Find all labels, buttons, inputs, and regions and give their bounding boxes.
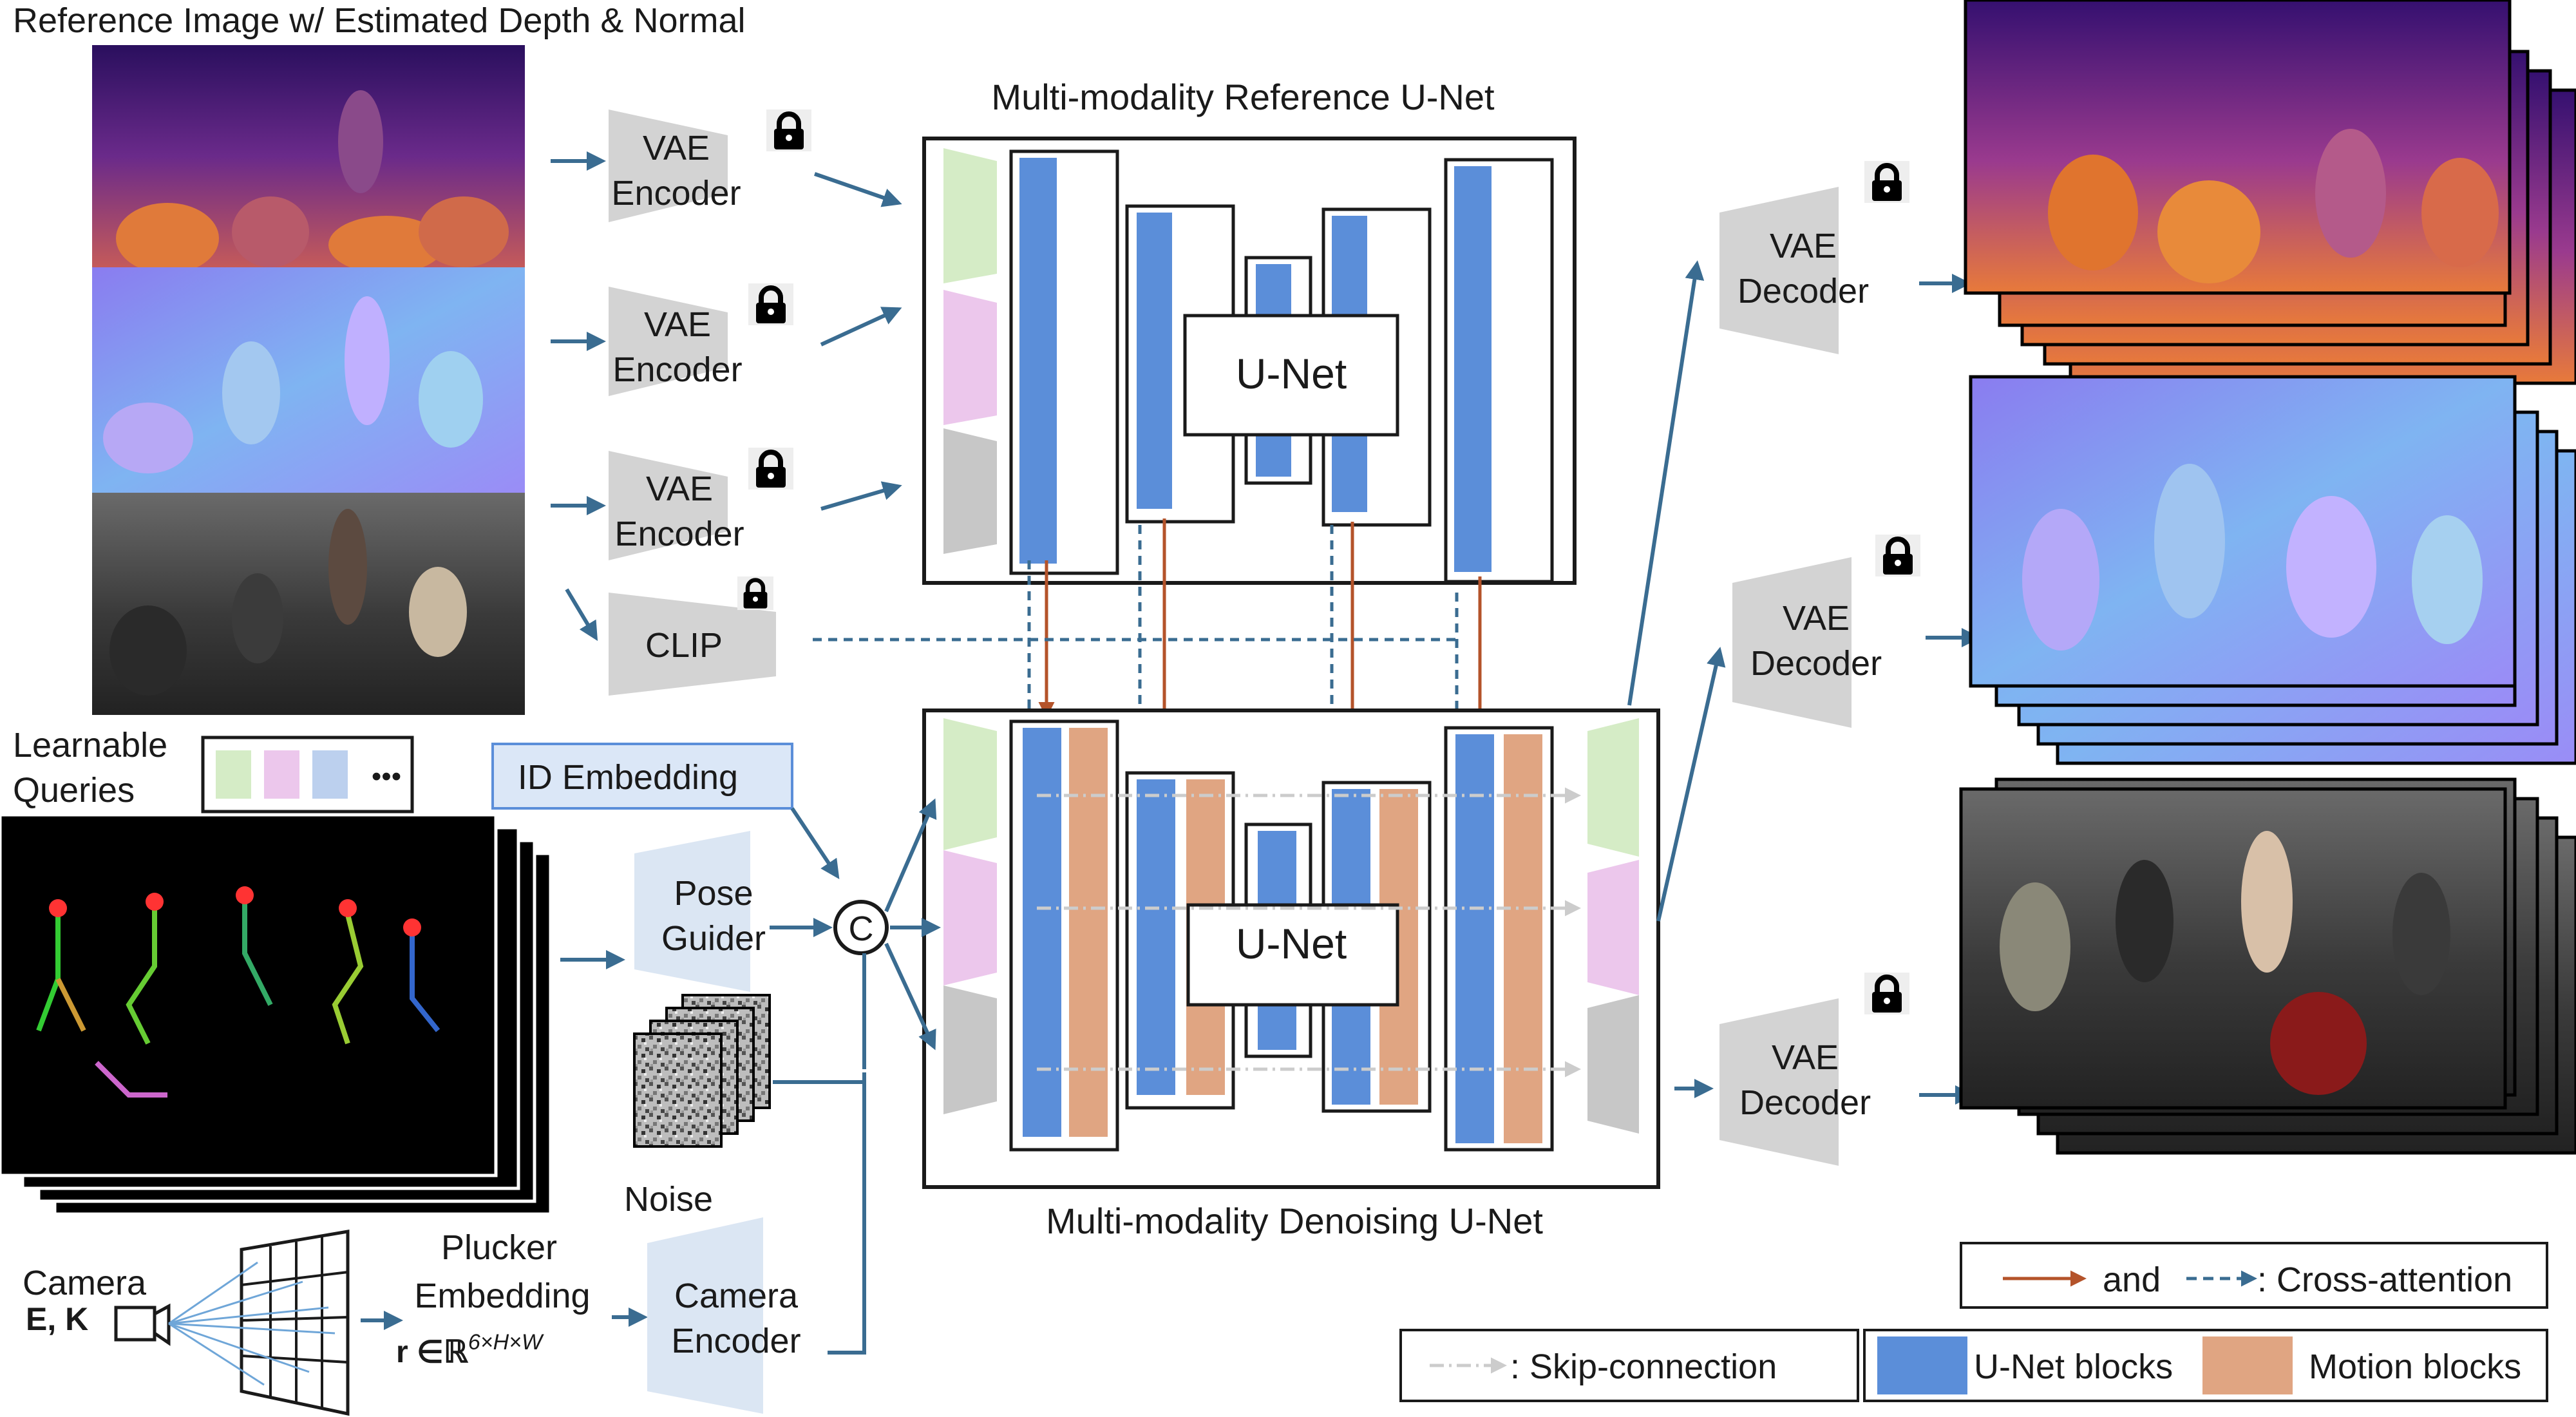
vae-encoder-label-line2: Encoder [614,515,744,553]
id-embedding: ID Embedding [491,743,793,810]
lock-icon [766,109,811,151]
plucker-embedding: Plucker Embedding r ∈ℝ6×H×W [396,1228,591,1369]
decoder-arrows [1627,260,1981,1105]
learnable-queries-line1: Learnable [13,726,167,765]
reference-depth-image [92,45,525,274]
concat-symbol: C [849,909,874,948]
noise-stack [633,994,771,1148]
vae-encoder-label-line2: Encoder [611,174,741,213]
queries-ellipsis: ••• [372,761,401,792]
concat-arrows [770,798,941,1069]
vae-decoder-label-line2: Decoder [1739,1083,1871,1122]
legend-unet-blocks: U-Net blocks [1974,1347,2173,1386]
learnable-queries: ••• [201,736,414,813]
vae-encoder-label-line1: VAE [646,470,713,508]
camera-params: E, K [26,1301,88,1337]
reference-rgb-image [92,493,525,715]
denoising-unet-title: Multi-modality Denoising U-Net [1046,1201,1543,1241]
learnable-queries-label: Learnable Queries [13,726,167,810]
legend-skip-connection-label: : Skip-connection [1510,1347,1777,1386]
vae-encoder-label-line1: VAE [643,129,710,167]
lock-icon [1864,973,1909,1014]
legend-and: and [2103,1260,2161,1299]
pose-guider-line2: Guider [661,919,766,958]
legend-cross-attention: and : Cross-attention [1960,1242,2548,1309]
vae-encoder-rgb: VAE Encoder [609,451,744,560]
output-depth-stack [1964,0,2576,385]
lock-icon [737,576,773,610]
pose-stack [0,813,553,1216]
vae-decoder-label-line2: Decoder [1750,644,1882,683]
unet-label: U-Net [1236,920,1347,967]
id-embedding-label: ID Embedding [518,758,738,797]
reference-caption: Reference Image w/ Estimated Depth & Nor… [13,1,745,40]
camera-label: Camera [23,1264,147,1302]
denoising-unet: U-Net [922,708,1660,1189]
reference-normal-image [92,267,525,493]
pose-guider: Pose Guider [634,831,766,992]
reference-unet: U-Net [922,137,1577,585]
noise-label: Noise [624,1180,713,1219]
legend-blocks: U-Net blocks Motion blocks [1863,1329,2548,1402]
input-arrows [551,151,902,642]
vae-decoder-depth: VAE Decoder [1719,187,1869,354]
camera-to-concat-arrow [828,1072,866,1355]
vae-decoder-label-line1: VAE [1772,1038,1839,1077]
learnable-queries-line2: Queries [13,771,135,810]
pose-guider-line1: Pose [674,874,753,913]
camera-encoder-line1: Camera [674,1277,799,1315]
lock-icon [1875,535,1920,576]
lock-icon [748,283,793,325]
clip-label: CLIP [645,626,723,665]
clip-encoder: CLIP [609,593,776,696]
plucker-line1: Plucker [441,1228,557,1267]
plucker-formula-main: r ∈ℝ [396,1335,469,1369]
legend-motion-blocks: Motion blocks [2309,1347,2521,1386]
vae-decoder-rgb: VAE Decoder [1719,998,1871,1166]
output-rgb-stack [1959,777,2576,1155]
concat-icon: C [833,900,889,955]
vae-decoder-label-line1: VAE [1770,227,1837,265]
output-normal-stack [1969,375,2576,765]
camera-encoder: Camera Encoder [647,1217,801,1414]
camera-frustum [168,1230,350,1416]
plucker-line2: Embedding [414,1277,590,1315]
lock-icon [748,448,793,490]
legend-skip-connection: : Skip-connection [1399,1329,1859,1402]
camera-icon [114,1303,171,1346]
vae-encoder-normal: VAE Encoder [609,287,743,396]
vae-decoder-label-line1: VAE [1783,599,1850,638]
reference-unet-title: Multi-modality Reference U-Net [991,77,1495,117]
camera-encoder-line2: Encoder [671,1322,800,1360]
vae-encoder-depth: VAE Encoder [609,109,741,222]
plucker-formula: r ∈ℝ6×H×W [396,1330,544,1369]
vae-encoder-label-line1: VAE [644,305,711,344]
vae-decoder-normal: VAE Decoder [1732,557,1882,728]
plucker-formula-sup: 6×H×W [468,1330,544,1355]
legend-cross-attention-label: : Cross-attention [2257,1260,2512,1299]
vae-decoder-label-line2: Decoder [1738,272,1869,310]
unet-label: U-Net [1236,350,1347,397]
vae-encoder-label-line2: Encoder [612,350,742,389]
lock-icon [1864,161,1909,203]
